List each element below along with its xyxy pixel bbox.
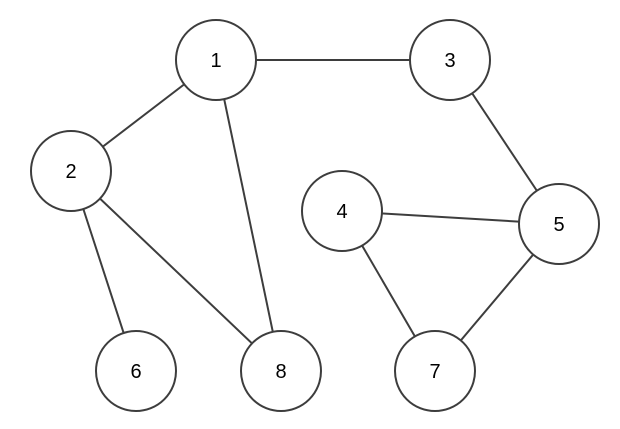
node-5-label: 5 [553, 214, 564, 236]
node-7[interactable]: 7 [394, 330, 476, 412]
node-3[interactable]: 3 [409, 19, 491, 101]
node-2-circle[interactable] [30, 130, 112, 212]
nodes-layer: 1 2 3 4 5 6 7 8 [30, 19, 600, 412]
node-7-label: 7 [429, 361, 440, 383]
node-4-circle[interactable] [301, 170, 383, 252]
node-3-label: 3 [444, 50, 455, 72]
node-6[interactable]: 6 [95, 330, 177, 412]
node-4-label: 4 [336, 201, 347, 223]
node-1-circle[interactable] [175, 19, 257, 101]
node-5[interactable]: 5 [518, 183, 600, 265]
node-1-label: 1 [210, 50, 221, 72]
edge-2-8 [70, 170, 282, 372]
node-2-label: 2 [65, 161, 76, 183]
node-7-circle[interactable] [394, 330, 476, 412]
node-3-circle[interactable] [409, 19, 491, 101]
node-6-label: 6 [130, 361, 141, 383]
node-4[interactable]: 4 [301, 170, 383, 252]
node-6-circle[interactable] [95, 330, 177, 412]
node-1[interactable]: 1 [175, 19, 257, 101]
node-8-label: 8 [275, 361, 286, 383]
node-5-circle[interactable] [518, 183, 600, 265]
node-8[interactable]: 8 [240, 330, 322, 412]
node-8-circle[interactable] [240, 330, 322, 412]
edge-1-8 [215, 59, 282, 372]
node-2[interactable]: 2 [30, 130, 112, 212]
